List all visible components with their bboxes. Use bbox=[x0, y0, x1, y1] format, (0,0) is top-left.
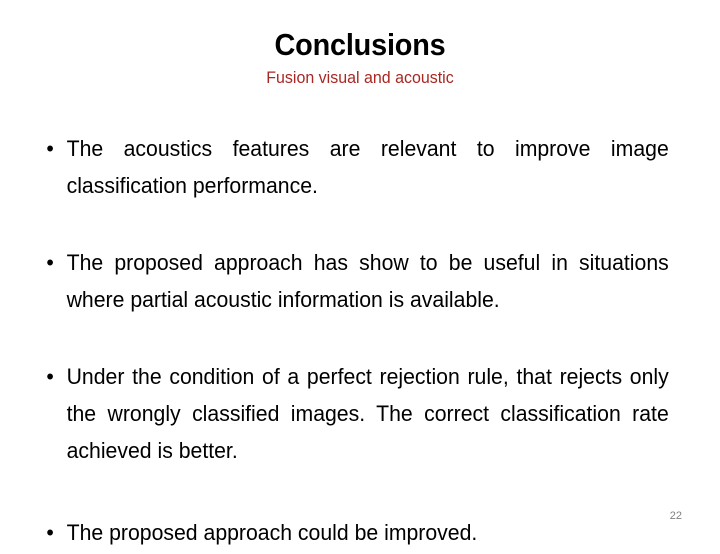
slide-subtitle: Fusion visual and acoustic bbox=[266, 68, 454, 88]
list-item-text: Under the condition of a perfect rejecti… bbox=[66, 364, 669, 463]
slide-number: 22 bbox=[669, 510, 682, 522]
bullet-marker-icon: • bbox=[46, 136, 54, 161]
bullet-marker-icon: • bbox=[46, 520, 54, 545]
bullet-marker-icon: • bbox=[46, 250, 54, 275]
list-item-text: The acoustics features are relevant to i… bbox=[66, 136, 669, 198]
list-item: • The proposed approach has show to be u… bbox=[28, 244, 669, 355]
list-item-text: The proposed approach could be improved. bbox=[66, 520, 478, 545]
slide-title-block: Conclusions Fusion visual and acoustic bbox=[0, 27, 720, 88]
bullet-marker-icon: • bbox=[46, 364, 54, 389]
list-item: • The proposed approach could be improve… bbox=[28, 514, 669, 551]
presentation-slide: Conclusions Fusion visual and acoustic •… bbox=[0, 27, 720, 545]
list-item-text: The proposed approach has show to be use… bbox=[66, 250, 669, 312]
bullet-list: • The acoustics features are relevant to… bbox=[28, 130, 692, 554]
page-title: Conclusions bbox=[274, 27, 446, 62]
list-item: • The acoustics features are relevant to… bbox=[28, 130, 669, 241]
list-item: • Under the condition of a perfect rejec… bbox=[28, 358, 669, 506]
